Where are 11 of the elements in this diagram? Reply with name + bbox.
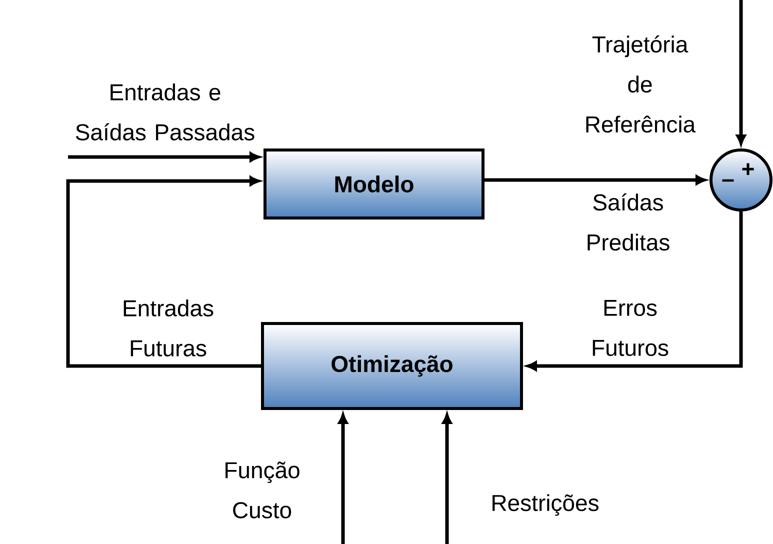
summing-junction: + – [710, 148, 772, 212]
process-box: Otimização [261, 322, 523, 410]
edge-label: Entradas e Saídas Passadas [76, 84, 254, 140]
edge-label: Trajetória de Referência [586, 35, 696, 133]
edge-label: Erros Futuros [592, 300, 668, 356]
process-box: Modelo [264, 148, 484, 220]
edge-label: Entradas Futuras [124, 300, 214, 356]
edge-label: Restrições [492, 494, 598, 516]
arrow [66, 176, 261, 368]
edge-label: Saídas Preditas [588, 193, 670, 251]
edge-label: Função Custo [226, 462, 300, 518]
